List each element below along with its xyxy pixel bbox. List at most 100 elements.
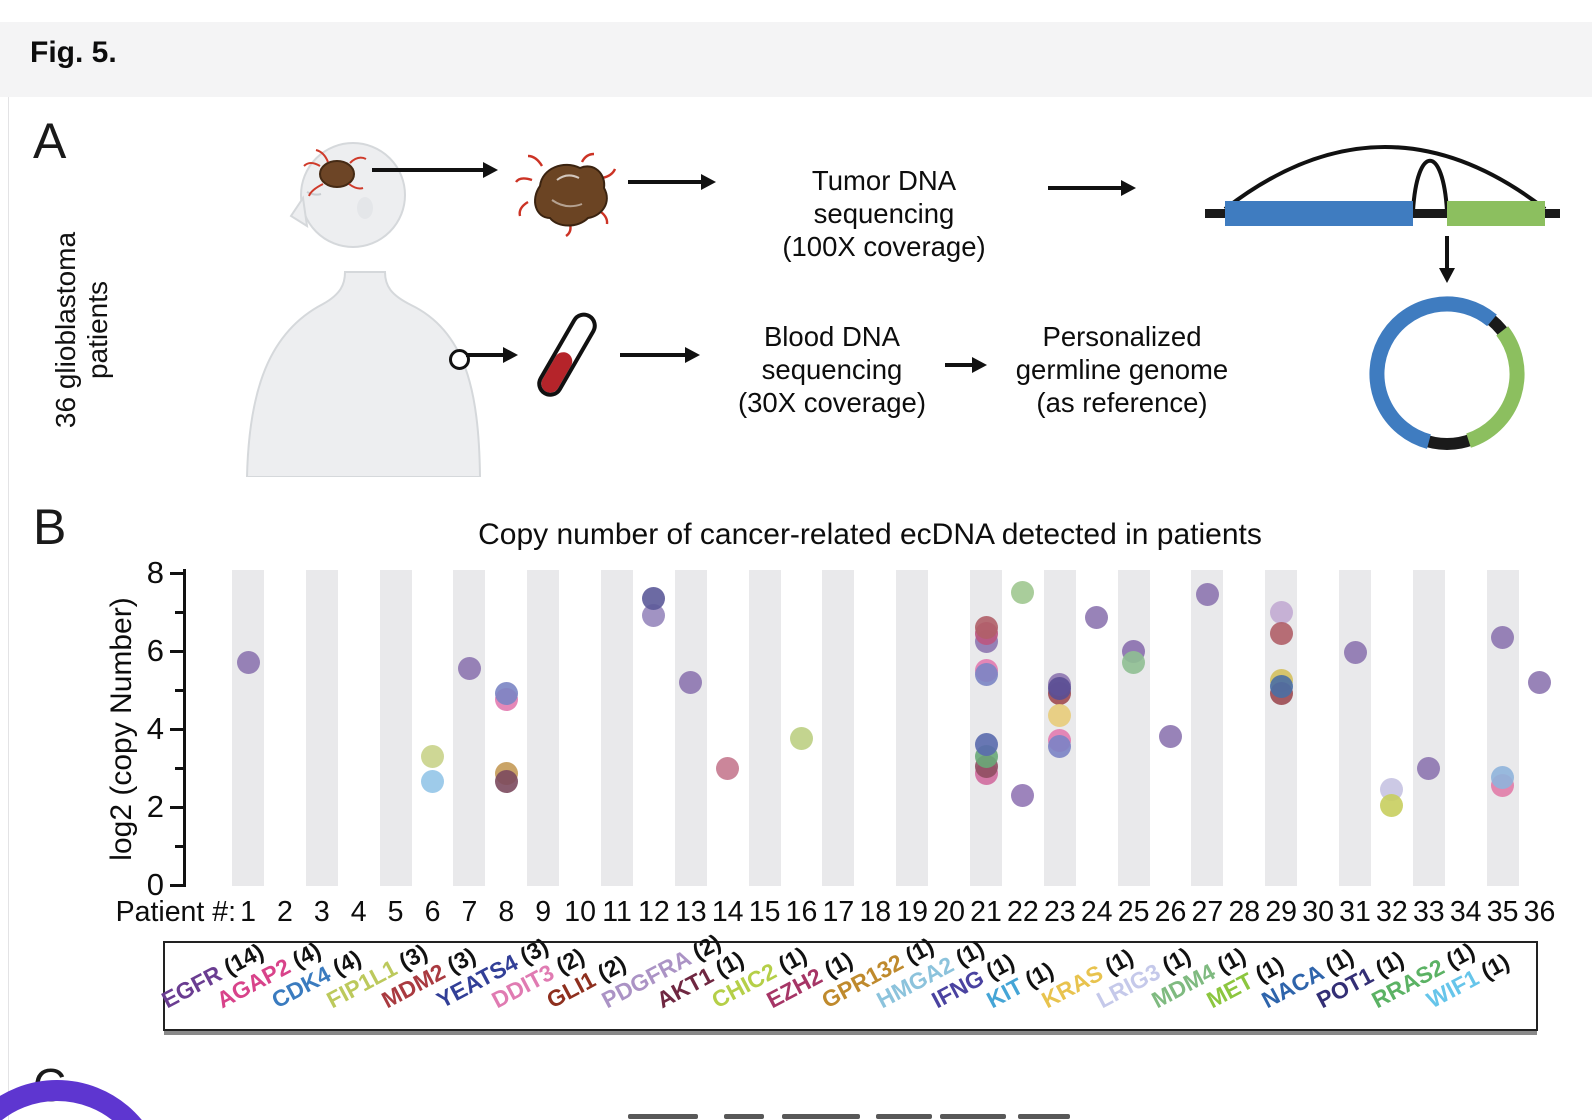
- x-tick-label: 29: [1265, 896, 1298, 928]
- data-point-EGFR: [1343, 641, 1367, 665]
- germline-text: Personalized germline genome (as referen…: [1015, 321, 1229, 418]
- chart-title: Copy number of cancer-related ecDNA dete…: [478, 518, 1262, 551]
- x-tick-label: 14: [711, 896, 744, 928]
- data-point-CDK4: [974, 662, 998, 686]
- plot-shaded-column: [896, 570, 929, 886]
- x-tick-label: 20: [933, 896, 965, 928]
- data-point-AKT1: [494, 770, 518, 794]
- x-tick-label: 36: [1523, 896, 1556, 928]
- y-minor-tick: [175, 688, 183, 692]
- data-point-YEATS4: [974, 733, 998, 757]
- data-point-EGFR: [1528, 670, 1551, 694]
- data-point-EGFR: [1159, 725, 1182, 749]
- data-point-FIP1L1: [1380, 793, 1404, 817]
- x-tick-label: 32: [1376, 896, 1408, 928]
- data-point-EZH2: [716, 756, 740, 780]
- data-point-EGFR: [236, 651, 260, 675]
- plot-shaded-column: [748, 570, 781, 886]
- arrow-dna-to-circle-head: [1439, 268, 1455, 283]
- data-point-EGFR: [1195, 582, 1219, 606]
- tumor-icon: [515, 152, 616, 237]
- data-point-KIT: [421, 770, 444, 794]
- figure-label: Fig. 5.: [30, 36, 117, 69]
- x-tick-label: 9: [535, 896, 552, 928]
- data-point-FIP1L1: [421, 744, 444, 768]
- data-point-CHIC2: [790, 727, 813, 751]
- plot-shaded-column: [527, 570, 560, 886]
- plot-shaded-column: [1339, 570, 1371, 886]
- plot-shaded-column: [1191, 570, 1224, 886]
- page-left-edge: [8, 97, 9, 1120]
- x-tick-label: 26: [1154, 896, 1187, 928]
- plot-shaded-column: [1486, 570, 1519, 886]
- y-major-tick: [170, 883, 183, 887]
- arrow-blooddraw-to-tube: [466, 353, 505, 357]
- tumor-seq-text: Tumor DNA sequencing (100X coverage): [782, 165, 986, 262]
- arrow-tumorseq-to-dna: [1048, 186, 1123, 190]
- x-tick-label: 18: [859, 896, 892, 928]
- x-tick-label: 4: [350, 896, 367, 928]
- x-tick-label: 25: [1117, 896, 1150, 928]
- x-axis-prefix: Patient #:: [115, 896, 236, 928]
- arrow-bloodseq-to-germline: [945, 363, 974, 367]
- x-tick-label: 35: [1486, 896, 1519, 928]
- data-point-EGFR: [1417, 756, 1441, 780]
- y-tick-label: 6: [146, 633, 164, 668]
- data-point-YEATS4: [642, 586, 666, 610]
- plot-shaded-column: [379, 570, 412, 886]
- brain-tumor-icon: [303, 149, 367, 197]
- y-minor-tick: [175, 844, 183, 848]
- panel-c-clipped-text: [940, 1114, 1006, 1119]
- x-tick-label: 33: [1412, 896, 1445, 928]
- y-minor-tick: [175, 610, 183, 614]
- data-point-EGFR: [1491, 625, 1515, 649]
- x-tick-label: 17: [822, 896, 855, 928]
- arrow-bloodseq-to-germline-head: [972, 357, 987, 373]
- circular-ecdna-diagram: [1369, 296, 1525, 450]
- linear-dna-diagram: [1205, 145, 1560, 226]
- plot-shaded-column: [601, 570, 633, 886]
- y-tick-label: 4: [146, 711, 164, 746]
- panel-c-clipped-text: [724, 1114, 764, 1119]
- data-point-MDM2: [1269, 621, 1293, 645]
- y-major-tick: [170, 571, 183, 575]
- plot-shaded-column: [1412, 570, 1445, 886]
- x-tick-label: 31: [1339, 896, 1371, 928]
- y-major-tick: [170, 727, 183, 731]
- data-point-KRAS: [1048, 703, 1072, 727]
- x-tick-label: 16: [785, 896, 818, 928]
- arrow-tumor-to-sample: [372, 168, 485, 172]
- arrow-blooddraw-to-tube-head: [503, 347, 518, 363]
- arrow-tumorseq-to-dna-head: [1121, 180, 1136, 196]
- x-tick-label: 11: [602, 896, 632, 928]
- x-tick-label: 5: [387, 896, 404, 928]
- x-tick-label: 27: [1191, 896, 1224, 928]
- x-tick-label: 15: [748, 896, 781, 928]
- arrow-tube-to-bloodseq-head: [685, 347, 700, 363]
- plot-shaded-column: [232, 570, 264, 886]
- blood-draw-point-icon: [449, 349, 470, 370]
- arrow-sample-to-tumorseq-head: [701, 174, 716, 190]
- blood-tube-icon: [537, 312, 597, 397]
- x-tick-label: 19: [896, 896, 929, 928]
- x-tick-label: 7: [461, 896, 478, 928]
- panel-c-clipped-text: [876, 1114, 932, 1119]
- y-tick-label: 8: [146, 555, 164, 590]
- y-major-tick: [170, 649, 183, 653]
- dna-segment-green: [1447, 201, 1545, 226]
- x-tick-label: 21: [970, 896, 1002, 928]
- y-minor-tick: [175, 766, 183, 770]
- data-point-YEATS4: [1048, 676, 1072, 700]
- x-tick-label: 3: [313, 896, 330, 928]
- x-tick-label: 10: [564, 896, 596, 928]
- data-point-CDK4: [1048, 735, 1072, 759]
- figure-header-band: [0, 22, 1592, 97]
- panel-c-clipped-text: [782, 1114, 860, 1119]
- y-tick-label: 2: [146, 789, 164, 824]
- arrow-sample-to-tumorseq: [628, 180, 703, 184]
- x-tick-label: 34: [1449, 896, 1482, 928]
- x-tick-label: 1: [240, 896, 256, 928]
